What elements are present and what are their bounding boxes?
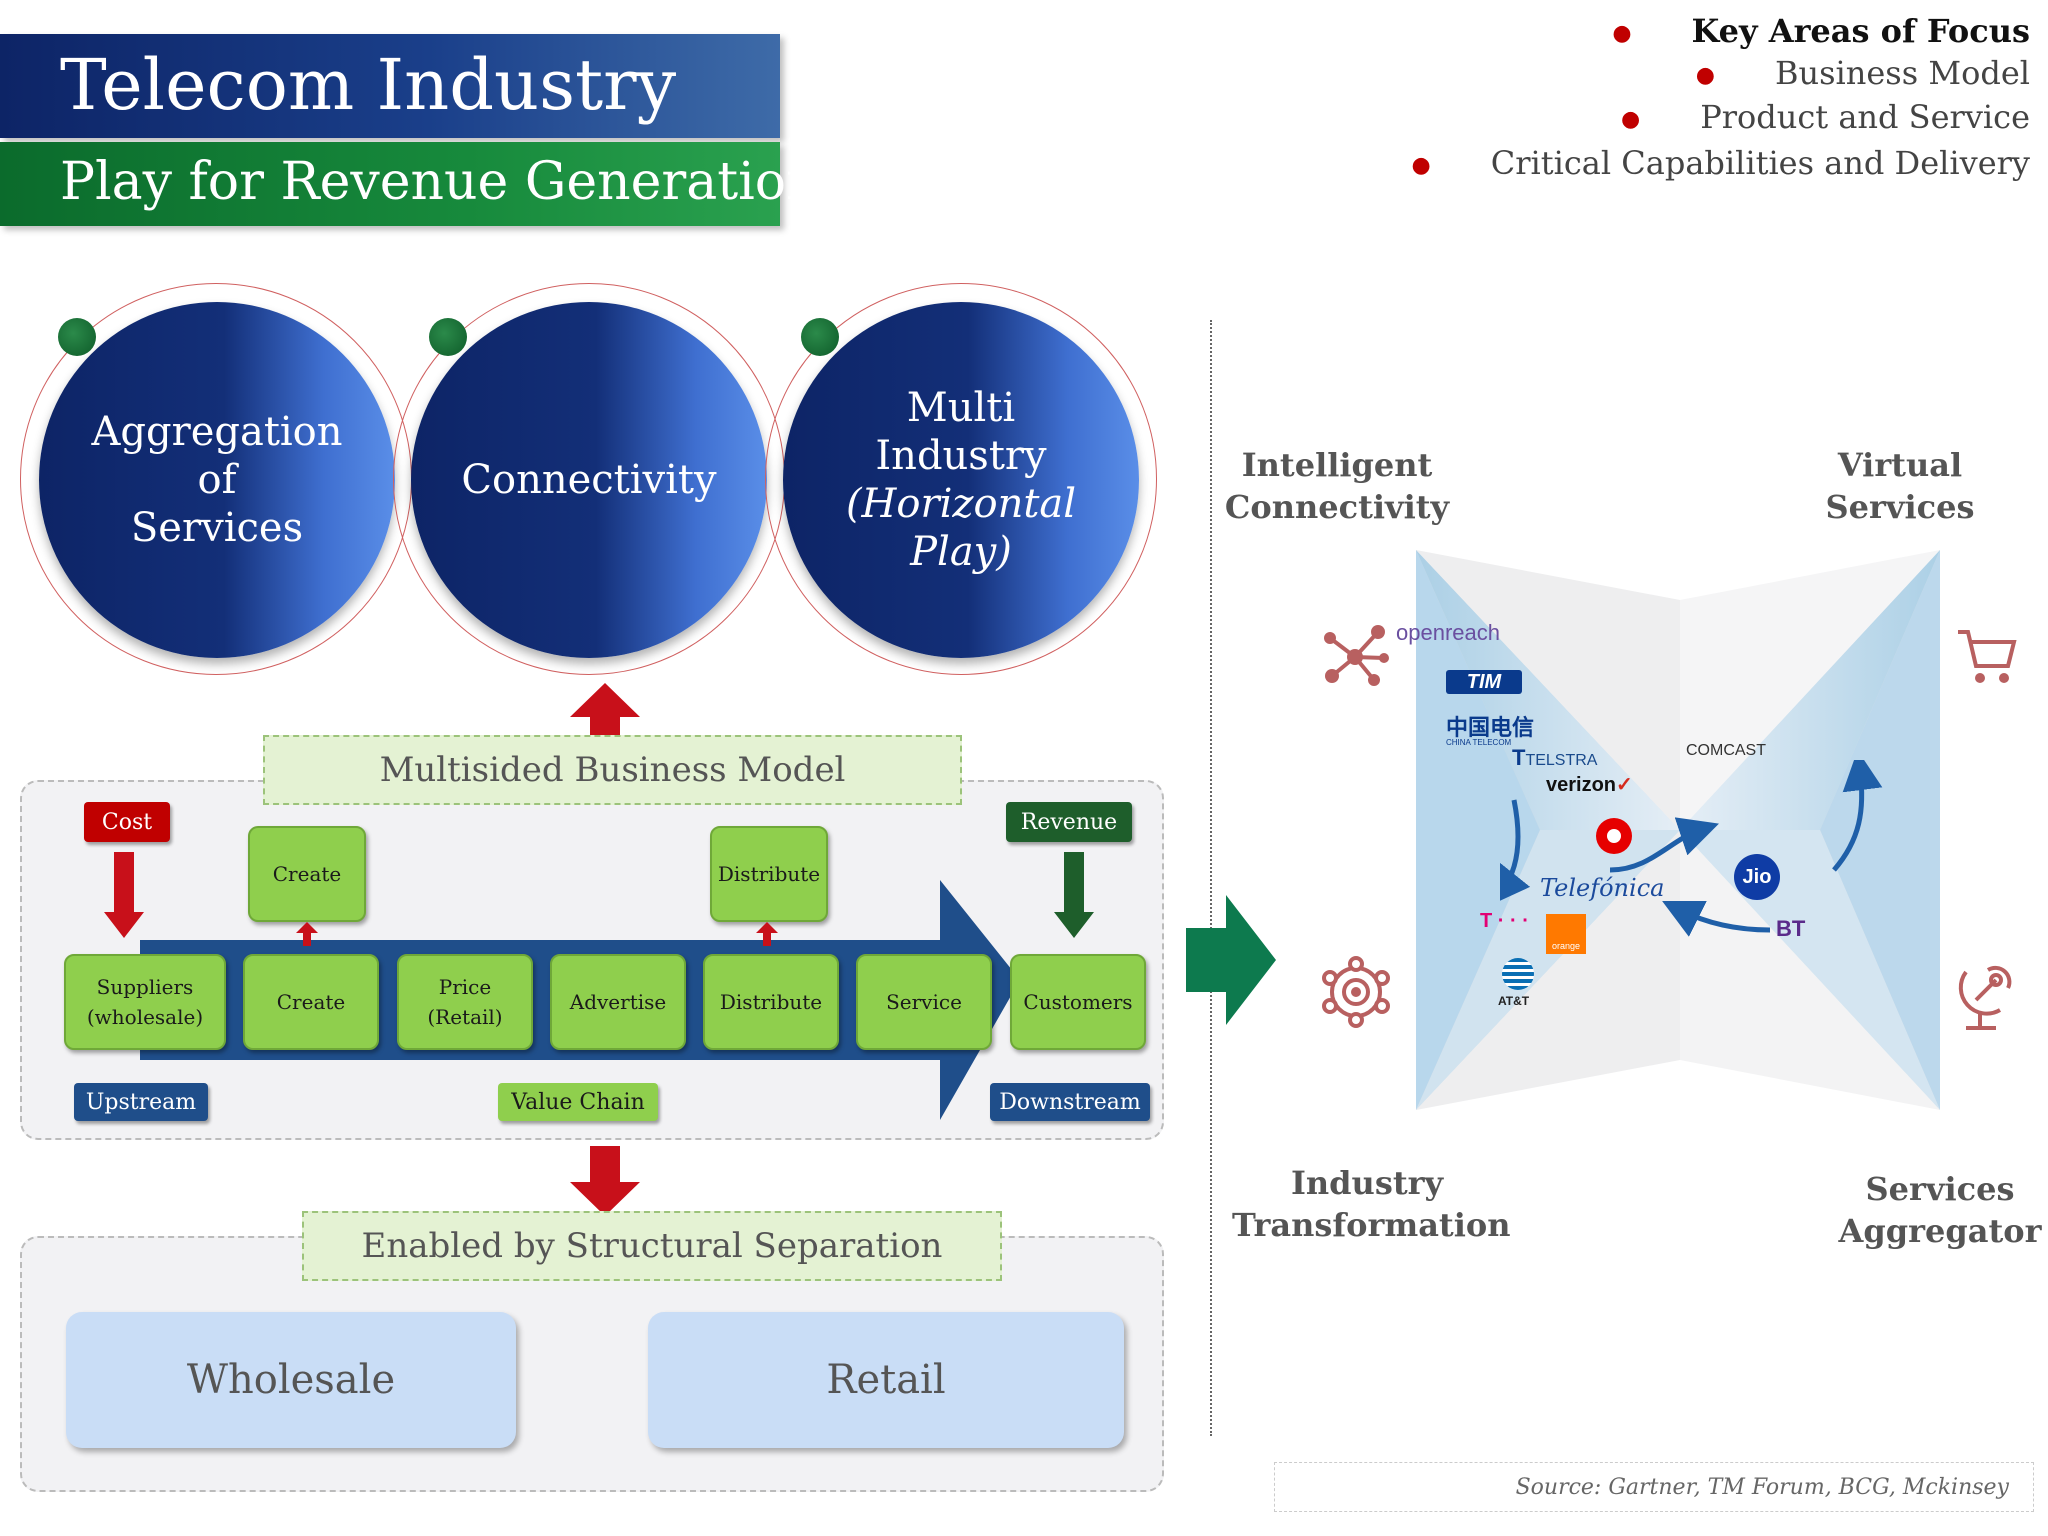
chain-box-price: Price(Retail) (397, 954, 533, 1050)
satellite-dish-icon (1958, 965, 2012, 1030)
revenue-down-arrow-icon (1054, 852, 1094, 938)
bullet-icon: ● (1620, 107, 1641, 132)
circle-label: Connectivity (461, 457, 717, 503)
upstream-tag: Upstream (74, 1083, 208, 1121)
focus-heading: Key Areas of Focus (1691, 12, 2030, 50)
cost-down-arrow-icon (104, 852, 144, 938)
tmobile-logo: T · · · (1480, 910, 1529, 932)
focus-item: ●Critical Capabilities and Delivery (1411, 144, 2030, 182)
vertical-divider (1210, 320, 1212, 1436)
china-telecom-logo: 中国电信 (1446, 716, 1535, 741)
focus-item: ●Business Model (1695, 54, 2030, 92)
value-chain-tag: Value Chain (498, 1083, 658, 1121)
multisided-business-model-label: Multisided Business Model (263, 735, 962, 805)
structural-separation-label: Enabled by Structural Separation (302, 1211, 1002, 1281)
downstream-tag: Downstream (990, 1083, 1150, 1121)
chain-box-advertise: Advertise (550, 954, 686, 1050)
chain-box-create: Create (243, 954, 379, 1050)
telefonica-logo: Telefónica (1540, 874, 1665, 902)
orange-logo: orange (1546, 914, 1586, 954)
vodafone-logo-icon (1596, 818, 1632, 854)
green-dot-icon (429, 318, 467, 356)
distribute-top-box: Distribute (710, 826, 828, 922)
title-banner (0, 34, 780, 138)
chain-box-distribute: Distribute (703, 954, 839, 1050)
up-arrow-icon (570, 683, 640, 755)
bullet-icon: ● (1411, 153, 1431, 178)
down-arrow-icon (570, 1146, 640, 1216)
subtitle-banner (0, 142, 780, 226)
att-logo: AT&T (1498, 994, 1530, 1008)
page-subtitle: Play for Revenue Generation (60, 152, 820, 212)
openreach-logo: openreach (1396, 620, 1500, 645)
bullet-icon: ● (1695, 63, 1715, 88)
page-title: Telecom Industry (60, 44, 677, 126)
source-note: Source: Gartner, TM Forum, BCG, Mckinsey (1274, 1462, 2034, 1512)
network-nodes-icon (1324, 625, 1389, 686)
revenue-tag: Revenue (1006, 802, 1132, 842)
tim-logo: TIM (1446, 670, 1522, 694)
telstra-logo: TTELSTRA (1512, 745, 1598, 770)
focus-heading-row: ● Key Areas of Focus (1612, 12, 2030, 50)
verizon-logo: verizon✓ (1546, 774, 1633, 796)
right-arrow-icon (1186, 895, 1276, 1025)
circle-connectivity: Connectivity (411, 302, 767, 658)
focus-item: ●Product and Service (1620, 98, 2030, 136)
shopping-cart-icon (1958, 630, 2017, 683)
bullet-icon: ● (1612, 21, 1632, 46)
cost-tag: Cost (84, 802, 170, 842)
att-globe-icon (1502, 958, 1534, 990)
chain-box-service: Service (856, 954, 992, 1050)
create-top-box: Create (248, 826, 366, 922)
small-up-arrow-icon (756, 922, 778, 946)
flow-arrows (1500, 760, 1883, 937)
wholesale-tile: Wholesale (66, 1312, 516, 1448)
comcast-logo: COMCAST (1686, 742, 1766, 759)
china-telecom-subtitle: CHINA TELECOM (1446, 738, 1512, 747)
retail-tile: Retail (648, 1312, 1124, 1448)
circle-ring (765, 283, 1157, 675)
jio-logo: Jio (1734, 854, 1780, 900)
small-up-arrow-icon (296, 922, 318, 946)
green-dot-icon (801, 318, 839, 356)
bt-logo: BT (1776, 916, 1806, 941)
iot-hub-icon (1322, 956, 1390, 1028)
chain-box-customers: Customers (1010, 954, 1146, 1050)
green-dot-icon (58, 318, 96, 356)
chain-box-suppliers: Suppliers(wholesale) (64, 954, 226, 1050)
